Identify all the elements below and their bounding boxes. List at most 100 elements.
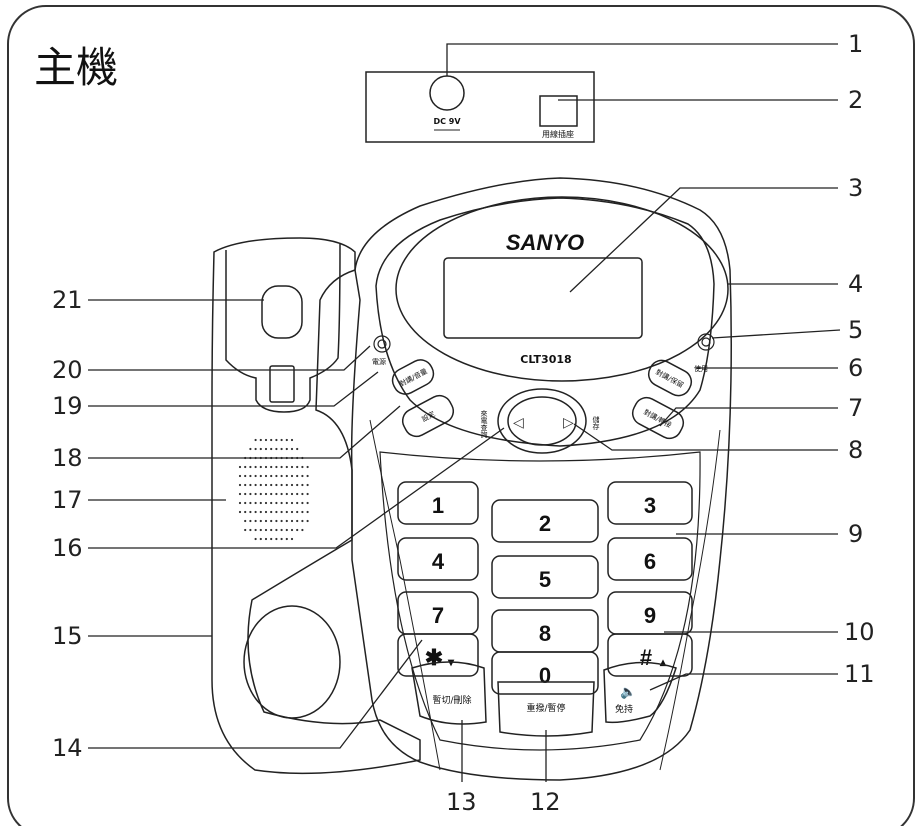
grille-dot [280, 438, 283, 442]
grille-dot [254, 510, 257, 514]
grille-dot [301, 519, 304, 523]
grille-dot [290, 528, 294, 532]
callout-7: 7 [848, 394, 863, 422]
grille-dot [296, 465, 299, 469]
callout-8: 8 [848, 436, 863, 464]
grille-dot [244, 519, 247, 523]
grille-dot [296, 483, 299, 487]
grille-dot [285, 447, 288, 451]
keypad-key-label: # [640, 645, 652, 670]
grille-dot [249, 465, 252, 469]
grille-dot [296, 519, 299, 523]
grille-dot [259, 501, 262, 505]
transfer-button[interactable]: 對講/轉接 [628, 393, 687, 442]
in-use-led [697, 333, 715, 351]
nav-right-label: 儲存 [592, 415, 600, 430]
keypad-key-2[interactable]: 2 [491, 499, 599, 543]
keypad-key-12[interactable]: #▴ [607, 633, 693, 677]
grille-dot [306, 474, 309, 478]
redial-pause-button[interactable]: 重撥/暫停 [497, 681, 595, 737]
svg-text:重撥/暫停: 重撥/暫停 [526, 702, 565, 714]
callout-10: 10 [844, 618, 875, 646]
keypad-key-8[interactable]: 8 [491, 609, 599, 653]
grille-dot [238, 465, 242, 469]
grille-dot [285, 438, 288, 442]
grille-dot [285, 510, 288, 514]
grille-dot [270, 528, 273, 532]
display-panel [395, 196, 729, 382]
grille-dot [249, 483, 252, 487]
grille-dot [306, 492, 309, 496]
keypad-key-body [607, 537, 693, 581]
grille-dot [270, 492, 273, 496]
grille-dot [249, 474, 252, 478]
grille-dot [238, 474, 242, 478]
callout-3: 3 [848, 174, 863, 202]
grille-dot [280, 528, 283, 532]
speakerphone-button[interactable]: 🔈 免持 [603, 661, 677, 724]
keypad-key-6[interactable]: 6 [607, 537, 693, 581]
keypad-key-3[interactable]: 3 [607, 481, 693, 525]
keypad-key-body [491, 555, 599, 599]
grille-dot [280, 501, 283, 505]
keypad-key-11[interactable]: 0 [491, 651, 599, 695]
keypad-key-9[interactable]: 9 [607, 591, 693, 635]
speaker-grille [238, 438, 309, 541]
navigation-button[interactable] [497, 388, 587, 454]
nav-right-arrow-icon[interactable]: ▷ [563, 415, 574, 431]
flash-delete-button[interactable]: 暫切/刪除 [411, 661, 487, 725]
grille-dot [270, 483, 273, 487]
grille-dot [238, 483, 242, 487]
grille-dot [254, 447, 257, 451]
speaker-icon: 🔈 [620, 685, 636, 700]
grille-dot [306, 519, 309, 523]
hold-button[interactable]: 對講/保留 [644, 356, 695, 400]
grille-dot [301, 465, 304, 469]
grille-dot [306, 510, 309, 514]
grille-dot [264, 465, 268, 469]
grille-dot [285, 474, 288, 478]
callout-5: 5 [848, 316, 863, 344]
grille-dot [280, 510, 283, 514]
grille-dot [296, 528, 299, 532]
power-led [373, 335, 391, 353]
keypad-key-label: 4 [432, 549, 445, 574]
grille-dot [290, 465, 294, 469]
grille-dot [290, 474, 294, 478]
grille-dot [290, 492, 294, 496]
brand-logo: SANYO [506, 230, 584, 255]
keypad-key-5[interactable]: 5 [491, 555, 599, 599]
grille-dot [275, 483, 278, 487]
callout-17: 17 [52, 486, 83, 514]
callout-12: 12 [530, 788, 561, 816]
keypad-key-4[interactable]: 4 [397, 537, 479, 581]
nav-left-arrow-icon[interactable]: ◁ [513, 415, 524, 431]
keypad-key-body [491, 651, 599, 695]
grille-dot [270, 501, 273, 505]
keypad-key-label: 8 [539, 621, 551, 646]
grille-dot [244, 501, 247, 505]
grille-dot [301, 474, 304, 478]
grille-dot [259, 447, 262, 451]
grille-dot [275, 519, 278, 523]
grille-dot [280, 465, 283, 469]
grille-dot [285, 519, 288, 523]
grille-dot [238, 501, 242, 505]
grille-dot [264, 438, 268, 442]
grille-dot [285, 537, 288, 541]
grille-dot [238, 492, 242, 496]
keypad-key-label: ✱ [425, 645, 443, 670]
callout-18: 18 [52, 444, 83, 472]
keypad-key-1[interactable]: 1 [397, 481, 479, 525]
callout-9: 9 [848, 520, 863, 548]
grille-dot [270, 510, 273, 514]
setting-button[interactable]: 設定 [398, 391, 457, 440]
grille-dot [306, 501, 309, 505]
grille-dot [264, 537, 268, 541]
grille-dot [238, 510, 242, 514]
grille-dot [264, 492, 268, 496]
grille-dot [275, 492, 278, 496]
grille-dot [254, 528, 257, 532]
grille-dot [301, 528, 304, 532]
